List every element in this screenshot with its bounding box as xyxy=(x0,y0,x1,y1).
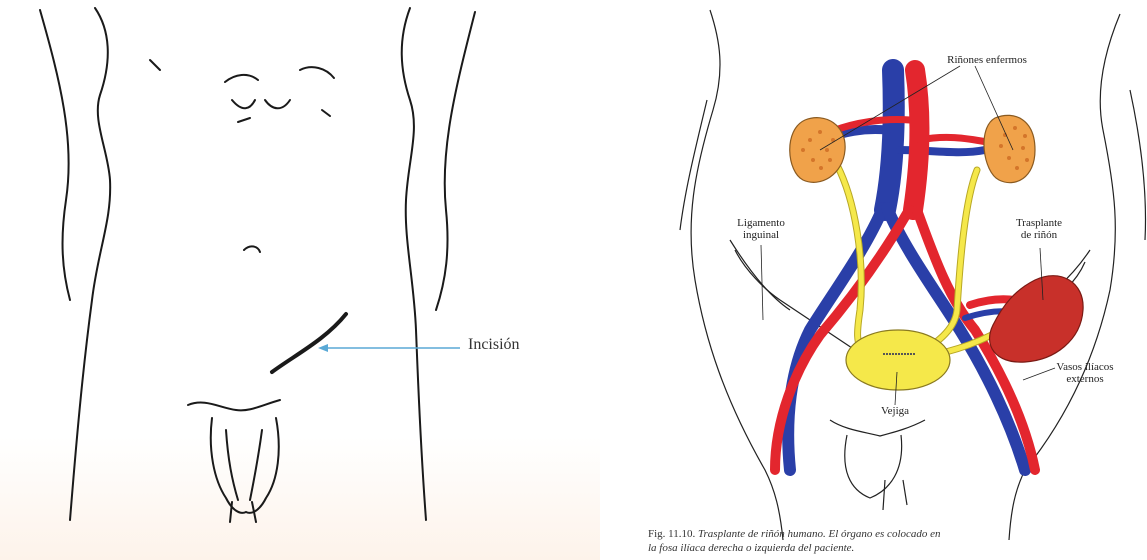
label-trasplante-line2: de riñón xyxy=(999,229,1079,241)
torso-right-outline xyxy=(402,8,426,520)
torso-illustration-panel: Incisión xyxy=(0,0,600,560)
sick-kidney-right xyxy=(984,115,1035,182)
incision-line xyxy=(272,314,346,372)
incision-label: Incisión xyxy=(468,339,520,351)
transplant-diagram-panel: Riñones enfermos Ligamento inguinal Tras… xyxy=(615,0,1147,560)
incision-arrowhead xyxy=(318,344,328,352)
label-ligamento-line2: inguinal xyxy=(721,229,801,241)
body-outline-left xyxy=(691,10,783,540)
figure-caption: Fig. 11.10. Trasplante de riñón humano. … xyxy=(648,527,1147,555)
navel xyxy=(244,246,260,252)
transplant-kidney xyxy=(990,276,1084,362)
transplant-anatomy-drawing xyxy=(615,0,1147,560)
label-vasos-line2: externos xyxy=(1035,373,1135,385)
label-trasplante-line1: Trasplante xyxy=(999,217,1079,229)
vena-cava xyxy=(885,70,894,210)
bladder xyxy=(846,330,950,390)
caption-fig-number: Fig. 11.10. xyxy=(648,528,695,540)
label-ligamento-line1: Ligamento xyxy=(721,217,801,229)
left-arm-outline xyxy=(40,10,70,300)
caption-text-line2: la fosa ilíaca derecha o izquierda del p… xyxy=(648,541,1147,555)
right-arm-outline xyxy=(436,12,475,310)
leader-ligamento xyxy=(761,245,763,320)
label-ligamento-inguinal: Ligamento inguinal xyxy=(721,217,801,241)
label-trasplante-rinon: Trasplante de riñón xyxy=(999,217,1079,241)
torso-left-outline xyxy=(70,8,110,520)
label-vejiga: Vejiga xyxy=(870,405,920,417)
right-renal-artery xyxy=(920,137,987,142)
caption-line1: Fig. 11.10. Trasplante de riñón humano. … xyxy=(648,527,1147,541)
label-vasos-iliacos: Vasos ilíacos externos xyxy=(1035,361,1135,385)
torso-drawing xyxy=(0,0,600,560)
caption-text-line1: Trasplante de riñón humano. El órgano es… xyxy=(698,528,941,540)
label-vasos-line1: Vasos ilíacos xyxy=(1035,361,1135,373)
label-rinones-enfermos: Riñones enfermos xyxy=(927,54,1047,66)
